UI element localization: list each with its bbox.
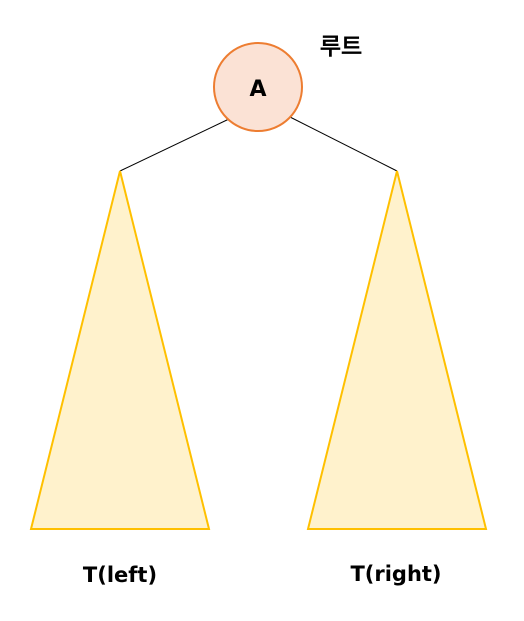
left-subtree-triangle bbox=[29, 170, 211, 530]
edge-root-to-left bbox=[119, 118, 230, 172]
right-subtree-label: T(right) bbox=[350, 562, 441, 586]
root-node bbox=[213, 42, 303, 132]
left-subtree-label: T(left) bbox=[83, 563, 157, 587]
root-caption: 루트 bbox=[320, 34, 362, 60]
root-node-label: A bbox=[249, 77, 266, 102]
edge-root-to-right bbox=[289, 116, 398, 172]
right-subtree-triangle bbox=[306, 170, 488, 530]
